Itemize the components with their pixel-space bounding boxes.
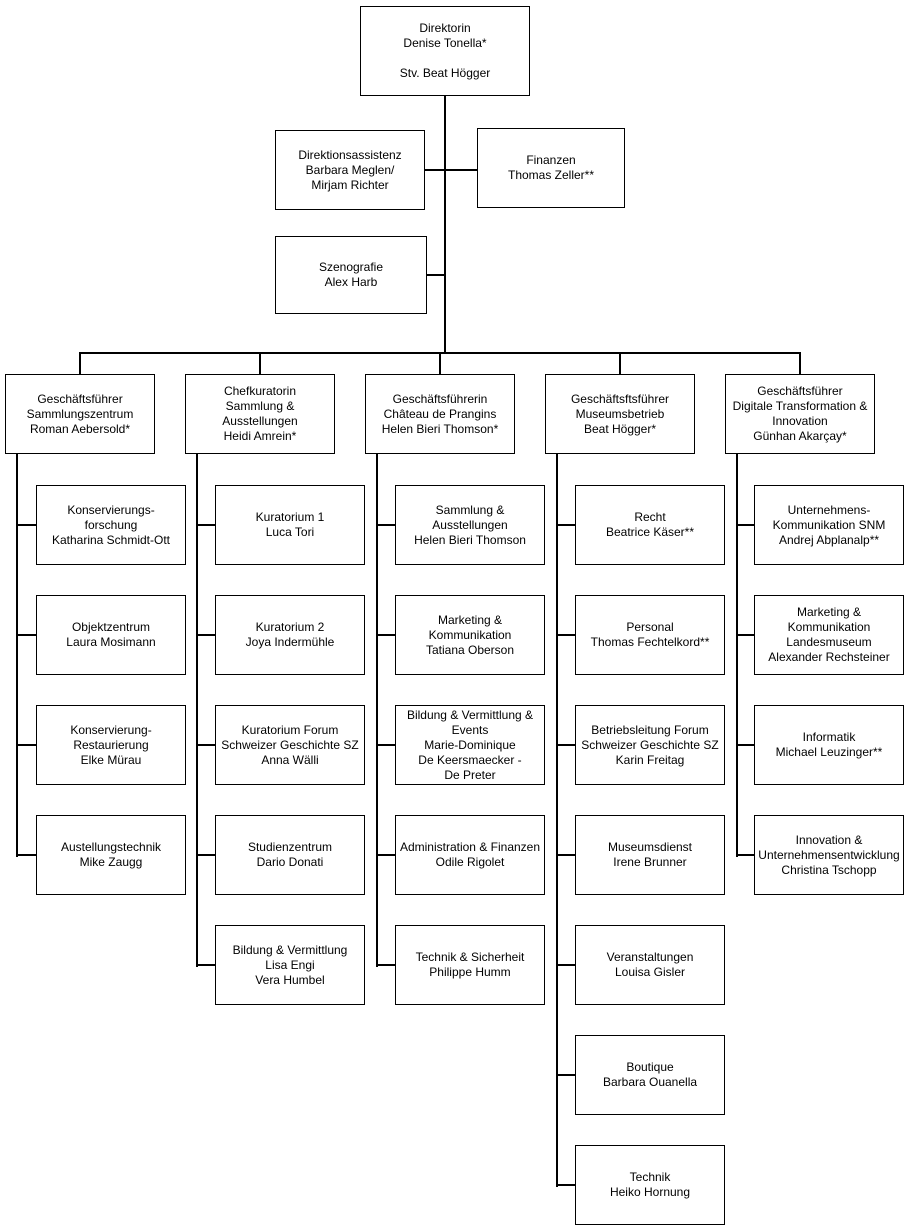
connector-line	[444, 95, 446, 354]
connector-line	[556, 964, 575, 966]
connector-line	[16, 454, 18, 857]
connector-line	[79, 352, 81, 374]
node-technik-sicherheit: Technik & Sicherheit Philippe Humm	[395, 925, 545, 1005]
node-administration-finanzen: Administration & Finanzen Odile Rigolet	[395, 815, 545, 895]
node-informatik: Informatik Michael Leuzinger**	[754, 705, 904, 785]
node-objektzentrum: Objektzentrum Laura Mosimann	[36, 595, 186, 675]
node-veranstaltungen: Veranstaltungen Louisa Gisler	[575, 925, 725, 1005]
node-head-museumsbetrieb: Geschäftsftsführer Museumsbetrieb Beat H…	[545, 374, 695, 454]
node-betriebsleitung-forum-sz: Betriebsleitung Forum Schweizer Geschich…	[575, 705, 725, 785]
connector-line	[16, 524, 36, 526]
connector-line	[196, 454, 198, 967]
connector-line	[427, 274, 445, 276]
node-austellungstechnik: Austellungstechnik Mike Zaugg	[36, 815, 186, 895]
node-unternehmenskommunikation-snm: Unternehmens- Kommunikation SNM Andrej A…	[754, 485, 904, 565]
connector-line	[376, 744, 395, 746]
connector-line	[196, 634, 215, 636]
node-direktorin: Direktorin Denise Tonella* Stv. Beat Hög…	[360, 6, 530, 96]
node-marketing-kommunikation-landesmuseum: Marketing & Kommunikation Landesmuseum A…	[754, 595, 904, 675]
node-marketing-kommunikation: Marketing & Kommunikation Tatiana Oberso…	[395, 595, 545, 675]
connector-line	[736, 454, 738, 857]
connector-line	[425, 169, 477, 171]
connector-line	[16, 744, 36, 746]
node-direktionsassistenz: Direktionsassistenz Barbara Meglen/ Mirj…	[275, 130, 425, 210]
connector-line	[16, 634, 36, 636]
node-bildung-vermittlung-events: Bildung & Vermittlung & Events Marie-Dom…	[395, 705, 545, 785]
node-head-sammlungszentrum: Geschäftsführer Sammlungszentrum Roman A…	[5, 374, 155, 454]
connector-line	[376, 964, 395, 966]
node-bildung-vermittlung: Bildung & Vermittlung Lisa Engi Vera Hum…	[215, 925, 365, 1005]
node-finanzen: Finanzen Thomas Zeller**	[477, 128, 625, 208]
node-innovation-unternehmensentwicklung: Innovation & Unternehmensentwicklung Chr…	[754, 815, 904, 895]
node-szenografie: Szenografie Alex Harb	[275, 236, 427, 314]
connector-line	[556, 524, 575, 526]
connector-line	[439, 352, 441, 374]
connector-line	[376, 524, 395, 526]
node-technik: Technik Heiko Hornung	[575, 1145, 725, 1225]
node-head-chefkuratorin: Chefkuratorin Sammlung & Ausstellungen H…	[185, 374, 335, 454]
connector-line	[196, 744, 215, 746]
node-studienzentrum: Studienzentrum Dario Donati	[215, 815, 365, 895]
connector-line	[196, 524, 215, 526]
node-personal: Personal Thomas Fechtelkord**	[575, 595, 725, 675]
connector-line	[376, 634, 395, 636]
node-head-digitale-transformation: Geschäftsführer Digitale Transformation …	[725, 374, 875, 454]
node-kuratorium-1: Kuratorium 1 Luca Tori	[215, 485, 365, 565]
connector-line	[376, 454, 378, 967]
node-recht: Recht Beatrice Käser**	[575, 485, 725, 565]
node-boutique: Boutique Barbara Ouanella	[575, 1035, 725, 1115]
connector-line	[799, 352, 801, 374]
connector-line	[736, 854, 754, 856]
connector-line	[259, 352, 261, 374]
connector-line	[556, 1074, 575, 1076]
node-kuratorium-2: Kuratorium 2 Joya Indermühle	[215, 595, 365, 675]
connector-line	[16, 854, 36, 856]
node-kuratorium-forum-sz: Kuratorium Forum Schweizer Geschichte SZ…	[215, 705, 365, 785]
node-konservierungsforschung: Konservierungs- forschung Katharina Schm…	[36, 485, 186, 565]
node-sammlung-ausstellungen: Sammlung & Ausstellungen Helen Bieri Tho…	[395, 485, 545, 565]
connector-line	[619, 352, 621, 374]
connector-line	[196, 964, 215, 966]
connector-line	[556, 854, 575, 856]
connector-line	[736, 524, 754, 526]
connector-line	[376, 854, 395, 856]
connector-line	[736, 634, 754, 636]
connector-line	[556, 454, 558, 1187]
connector-line	[556, 1184, 575, 1186]
node-konservierung-restaurierung: Konservierung- Restaurierung Elke Mürau	[36, 705, 186, 785]
node-head-chateau-de-prangins: Geschäftsführerin Château de Prangins He…	[365, 374, 515, 454]
node-museumsdienst: Museumsdienst Irene Brunner	[575, 815, 725, 895]
connector-line	[736, 744, 754, 746]
connector-line	[556, 744, 575, 746]
connector-line	[196, 854, 215, 856]
connector-line	[556, 634, 575, 636]
